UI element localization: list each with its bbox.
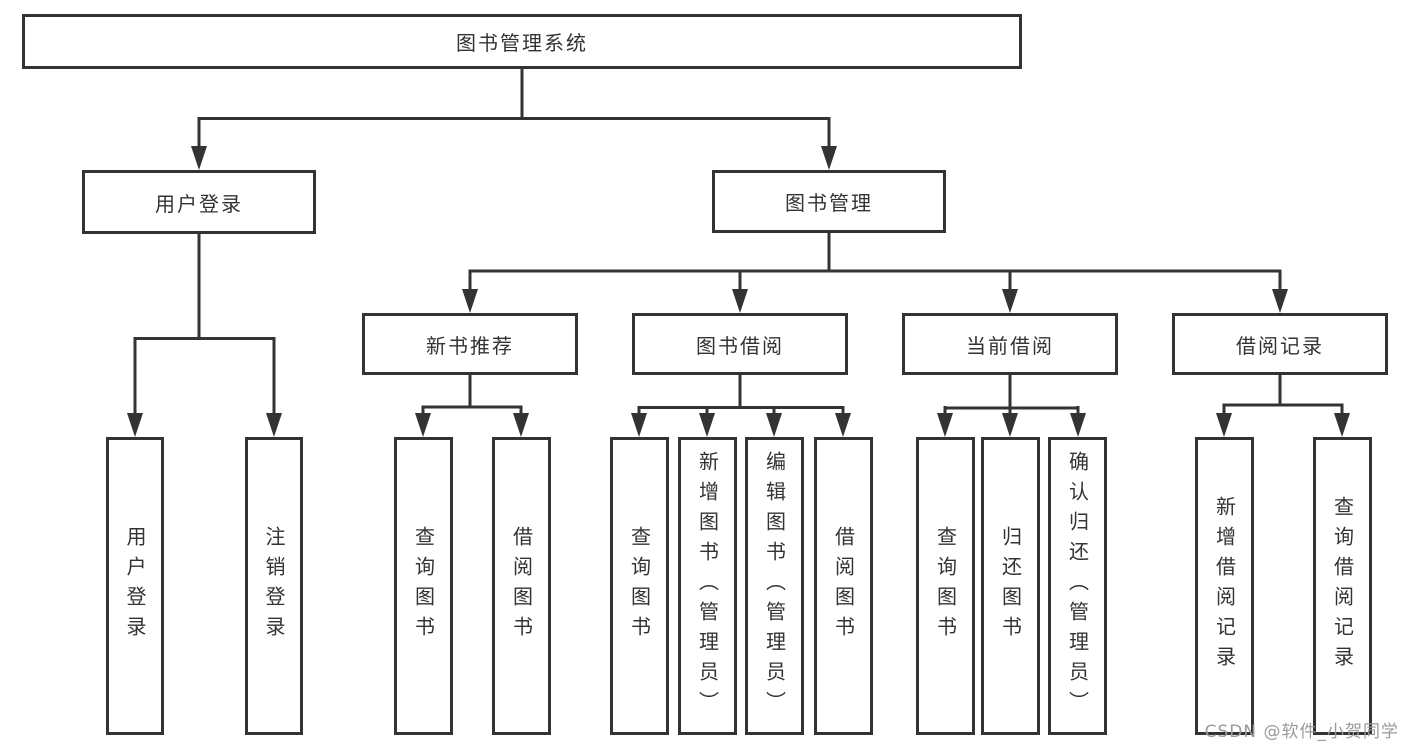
leaf-borrow-books: 借阅图书 — [814, 437, 873, 735]
leaf-query-borrow-record: 查询借阅记录 — [1313, 437, 1372, 735]
leaf-return-books: 归还图书 — [981, 437, 1040, 735]
node-label: 新书推荐 — [426, 333, 514, 358]
arrow-down-icon — [1002, 413, 1018, 437]
arrow-down-icon — [266, 413, 282, 437]
node-label: 当前借阅 — [966, 333, 1054, 358]
arrow-down-icon — [835, 413, 851, 437]
node-label: 新增图书（管理员） — [695, 451, 720, 721]
arrow-down-icon — [937, 413, 953, 437]
node-label: 借阅图书 — [509, 526, 534, 646]
leaf-user-login: 用户登录 — [106, 437, 164, 735]
node-label: 图书管理 — [785, 191, 873, 215]
node-label: 查询图书 — [627, 526, 652, 646]
node-label: 编辑图书（管理员） — [762, 451, 787, 721]
arrow-down-icon — [821, 146, 837, 170]
arrow-down-icon — [732, 289, 748, 313]
arrow-down-icon — [513, 413, 529, 437]
arrow-down-icon — [1272, 289, 1288, 313]
leaf-query-books: 查询图书 — [610, 437, 669, 735]
leaf-query-books: 查询图书 — [916, 437, 975, 735]
node-label: 图书借阅 — [696, 333, 784, 358]
node-label: 用户登录 — [123, 526, 147, 646]
node-book-management: 图书管理 — [712, 170, 946, 233]
arrow-down-icon — [415, 413, 431, 437]
node-current-borrowing: 当前借阅 — [902, 313, 1118, 375]
node-label: 确认归还（管理员） — [1065, 451, 1090, 721]
node-user-login: 用户登录 — [82, 170, 316, 234]
arrow-down-icon — [1334, 413, 1350, 437]
arrow-down-icon — [191, 146, 207, 170]
node-book-borrowing: 图书借阅 — [632, 313, 848, 375]
csdn-watermark: CSDN @软件_小贺同学 — [1204, 722, 1399, 742]
leaf-edit-books-admin: 编辑图书（管理员） — [745, 437, 804, 735]
leaf-add-borrow-record: 新增借阅记录 — [1195, 437, 1254, 735]
arrow-down-icon — [699, 413, 715, 437]
leaf-add-books-admin: 新增图书（管理员） — [678, 437, 737, 735]
arrow-down-icon — [462, 289, 478, 313]
node-label: 借阅图书 — [831, 526, 856, 646]
node-label: 用户登录 — [155, 191, 243, 216]
node-label: 注销登录 — [262, 526, 286, 646]
leaf-query-books: 查询图书 — [394, 437, 453, 735]
node-label: 查询图书 — [411, 526, 436, 646]
node-label: 归还图书 — [998, 526, 1023, 646]
arrow-down-icon — [1216, 413, 1232, 437]
node-label: 查询借阅记录 — [1330, 496, 1355, 676]
leaf-logout: 注销登录 — [245, 437, 303, 735]
node-borrowing-records: 借阅记录 — [1172, 313, 1388, 375]
node-library-management-system: 图书管理系统 — [22, 14, 1022, 69]
arrow-down-icon — [1070, 413, 1086, 437]
node-label: 查询图书 — [933, 526, 958, 646]
leaf-borrow-books: 借阅图书 — [492, 437, 551, 735]
node-label: 借阅记录 — [1236, 333, 1324, 358]
leaf-confirm-return-admin: 确认归还（管理员） — [1048, 437, 1107, 735]
node-label: 图书管理系统 — [456, 31, 588, 55]
arrow-down-icon — [127, 413, 143, 437]
node-new-book-recommendation: 新书推荐 — [362, 313, 578, 375]
arrow-down-icon — [1002, 289, 1018, 313]
arrow-down-icon — [631, 413, 647, 437]
node-label: 新增借阅记录 — [1212, 496, 1237, 676]
arrow-down-icon — [766, 413, 782, 437]
